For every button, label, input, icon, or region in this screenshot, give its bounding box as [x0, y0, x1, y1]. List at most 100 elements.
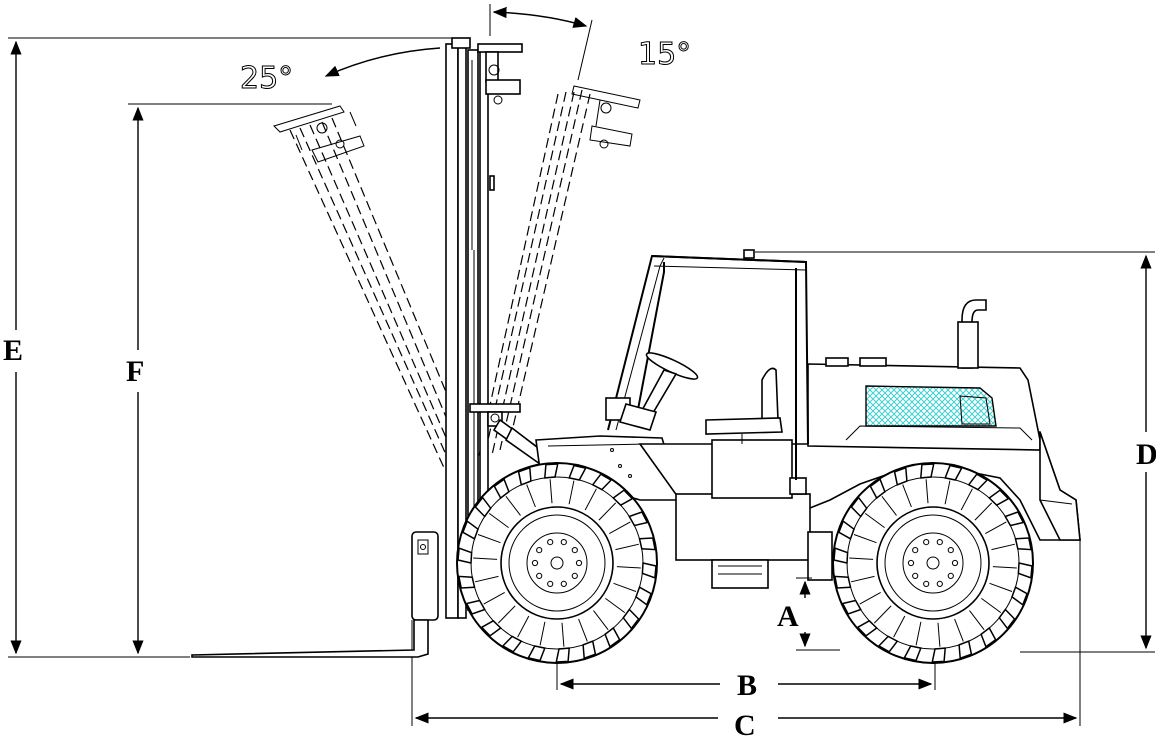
lug-bolt [571, 572, 578, 580]
lug-bolt [912, 572, 919, 580]
tread-lug [903, 645, 922, 662]
tread-groove [991, 543, 1016, 551]
rear-axle-bracket [807, 531, 833, 581]
tread-groove [561, 622, 565, 647]
tread-groove [937, 622, 941, 647]
mast-rail-outer [445, 43, 459, 619]
tread-groove [969, 610, 985, 631]
tread-lug [474, 496, 492, 518]
tread-lug [988, 489, 1010, 507]
tread-lug [980, 626, 997, 648]
seat-cushion [705, 417, 783, 435]
tread-lug [555, 647, 571, 663]
tread-groove [873, 605, 892, 624]
tread-lug [635, 586, 653, 606]
tread-groove [539, 621, 546, 646]
tread-groove [613, 582, 637, 592]
tread-groove [517, 615, 530, 638]
tread-groove [850, 575, 875, 583]
tread-lug [612, 489, 634, 507]
tread-groove [474, 575, 499, 583]
tread-lug [958, 640, 973, 660]
tread-groove [616, 566, 641, 569]
tread-groove [593, 610, 609, 631]
tread-groove [981, 597, 1002, 614]
lug-bolt [560, 539, 567, 546]
tread-groove [549, 479, 553, 504]
tread-lug [841, 599, 862, 615]
tread-lug [850, 496, 868, 518]
tread-groove [497, 605, 516, 624]
front-rim [500, 506, 614, 620]
label-back-tilt-angle: 25° [240, 61, 293, 96]
tread-lug [931, 647, 947, 663]
lug-bolt [536, 572, 543, 580]
engine-vent-window [865, 385, 997, 427]
tread-lug [493, 478, 510, 500]
tilt-cylinder [492, 418, 548, 466]
tread-groove [488, 512, 509, 529]
lug-bolt [936, 580, 943, 588]
tread-groove [505, 495, 521, 516]
tread-groove [864, 512, 885, 529]
lug-bolt [923, 539, 930, 546]
tread-groove [944, 480, 951, 505]
chassis [535, 299, 1081, 589]
tread-lug [877, 635, 899, 653]
tread-lug [457, 575, 476, 589]
tread-lug [582, 640, 597, 660]
tread-groove [477, 534, 501, 544]
tread-lug [833, 575, 852, 589]
tread-lug [480, 619, 502, 637]
tread-lug [856, 619, 878, 637]
lug-bolt [560, 580, 567, 588]
label-b: B [737, 669, 757, 702]
tread-lug [967, 473, 989, 491]
back-tilt-mast-ghost [273, 105, 467, 471]
lug-bolt [547, 539, 554, 546]
lug-bolt [912, 547, 919, 554]
tread-lug [568, 464, 587, 481]
tread-lug [543, 463, 559, 479]
tread-lug [893, 466, 908, 486]
forward-tilt-arc [492, 6, 588, 28]
tread-lug [501, 635, 523, 653]
tread-lug [1014, 537, 1033, 551]
label-c: C [734, 709, 756, 736]
tread-lug [527, 645, 546, 662]
tread-groove [526, 484, 536, 508]
front-tire-treads [457, 463, 657, 663]
rear-lug-bolts [907, 539, 959, 588]
lug-bolt [575, 559, 583, 567]
fork-carriage [191, 531, 439, 658]
fork-tine [191, 619, 429, 658]
label-d: D [1136, 438, 1156, 471]
tread-lug [919, 463, 935, 479]
tread-groove [925, 479, 929, 504]
lug-bolt [536, 547, 543, 554]
lug-bolt [947, 572, 954, 580]
front-lug-bolts [531, 539, 583, 588]
rear-wheel [832, 462, 1034, 664]
tread-groove [992, 566, 1017, 569]
tread-groove [473, 557, 498, 560]
tread-lug [628, 511, 649, 527]
tread-groove [605, 597, 626, 614]
lug-bolt [571, 547, 578, 554]
tread-lug [998, 608, 1016, 630]
forward-tilt-extension-tilted [577, 19, 593, 81]
lug-bolt [923, 580, 930, 588]
label-f: F [126, 355, 144, 388]
tread-lug [837, 520, 855, 540]
lug-bolt [531, 559, 539, 567]
tread-groove [859, 591, 881, 605]
tread-groove [568, 480, 575, 505]
dimension-labels: E F D A B C 25° 15° [3, 37, 1156, 736]
tread-groove [893, 615, 906, 638]
lug-bolt [951, 559, 959, 567]
tread-lug [641, 562, 657, 579]
tread-groove [915, 621, 922, 646]
label-forward-tilt-angle: 15° [638, 37, 691, 72]
back-tilt-arc [324, 47, 441, 77]
